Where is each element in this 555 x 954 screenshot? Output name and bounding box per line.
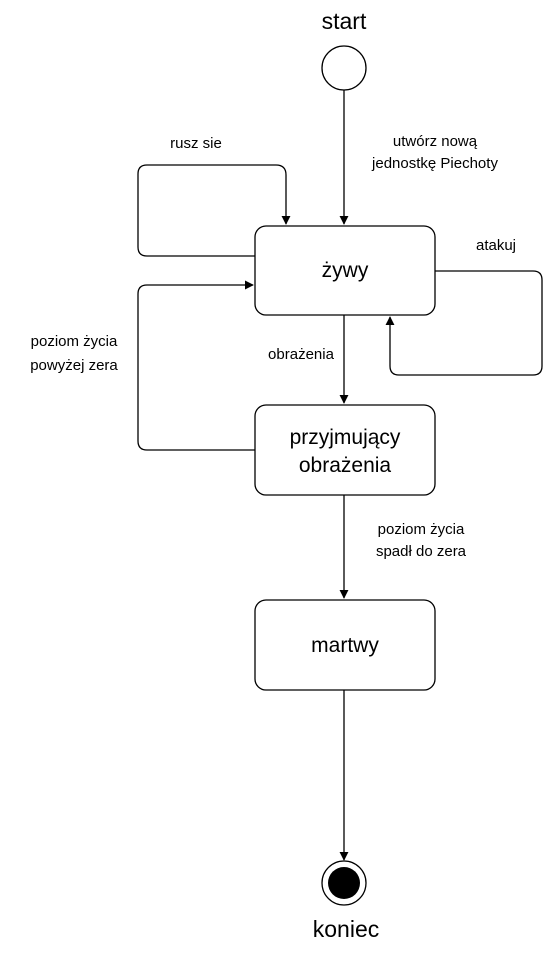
edge-create-label-line1: utwórz nową bbox=[393, 133, 478, 150]
state-martwy bbox=[254, 599, 436, 691]
edge-hp-above-label-line2: powyżej zera bbox=[30, 357, 118, 374]
start-node bbox=[321, 45, 367, 91]
edge-hp-above bbox=[137, 280, 255, 451]
edge-create-label-line2: jednostkę Piechoty bbox=[371, 155, 498, 172]
state-martwy-label: martwy bbox=[311, 634, 379, 657]
edge-move-label: rusz sie bbox=[170, 135, 222, 152]
end-node bbox=[321, 860, 367, 906]
edge-hp-zero-label-line2: spadł do zera bbox=[376, 543, 467, 560]
edge-hp-zero-label-line1: poziom życia bbox=[378, 521, 465, 538]
edge-hp-above-label-line1: poziom życia bbox=[31, 333, 118, 350]
edge-damage-label: obrażenia bbox=[268, 346, 335, 363]
state-zywy-label: żywy bbox=[322, 259, 369, 282]
state-przyjmujacy bbox=[254, 404, 436, 496]
end-label: koniec bbox=[313, 916, 379, 942]
start-label: start bbox=[322, 8, 367, 34]
edge-attack-label: atakuj bbox=[476, 237, 516, 254]
state-przyjmujacy-label-line1: przyjmujący bbox=[290, 426, 401, 449]
edge-attack bbox=[385, 270, 543, 376]
edge-move bbox=[137, 164, 291, 257]
state-przyjmujacy-label-line2: obrażenia bbox=[299, 454, 392, 477]
